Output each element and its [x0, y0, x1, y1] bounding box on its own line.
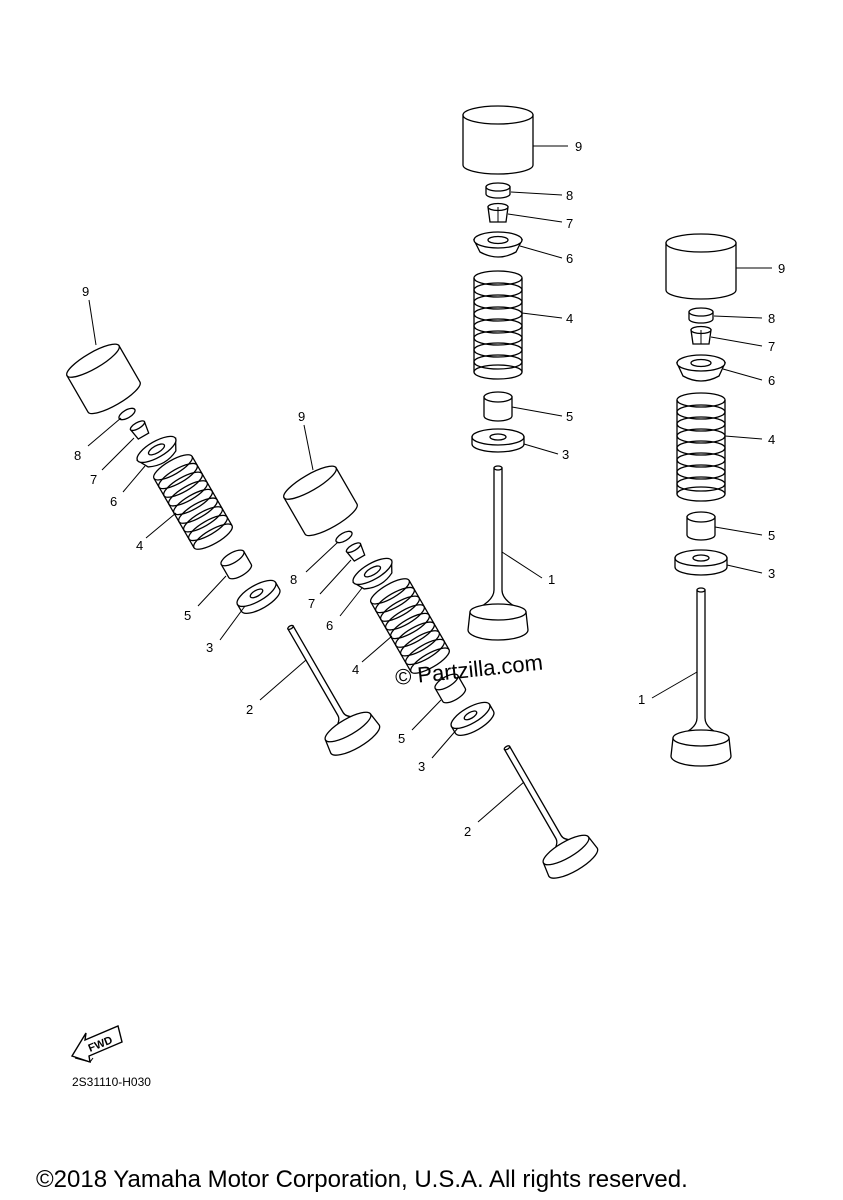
valve-spring-part-4	[473, 270, 523, 380]
callout-r-4: 4	[768, 432, 775, 447]
callout-r-3: 3	[768, 566, 775, 581]
stem-seal-part-5	[220, 549, 253, 580]
valve-lifter-part-9	[66, 343, 141, 415]
callout-r-9: 9	[778, 261, 785, 276]
callout-l-7: 7	[90, 472, 97, 487]
stem-seal-part-5	[483, 391, 513, 422]
callout-l-3: 3	[206, 640, 213, 655]
spring-retainer-part-6	[352, 557, 393, 590]
valve-assembly-left: 9 8 7 6 4 5 3 2	[66, 284, 381, 756]
callout-m-7: 7	[308, 596, 315, 611]
callout-l-4: 4	[136, 538, 143, 553]
callout-m-9: 9	[298, 409, 305, 424]
valve-assembly-right: 9 8 7 6 4 5 3 1	[638, 233, 785, 767]
spring-retainer-part-6	[136, 435, 177, 468]
stem-seal-part-5	[434, 673, 467, 704]
callout-l-2: 2	[246, 702, 253, 717]
callout-l-5: 5	[184, 608, 191, 623]
valve-cotter-part-7	[487, 202, 509, 223]
callout-tc-9: 9	[575, 139, 582, 154]
callout-m-3: 3	[418, 759, 425, 774]
valve-cotter-part-7	[129, 420, 150, 440]
valve-assembly-top-center: 9 8 7 6 4 5 3 1	[462, 105, 582, 641]
valve-lifter-part-9	[665, 233, 737, 300]
watermark: © Partzilla.com	[394, 650, 544, 690]
adjusting-pad-part-8	[485, 182, 511, 199]
callout-l-8: 8	[74, 448, 81, 463]
callout-l-9: 9	[82, 284, 89, 299]
valve-part-1	[467, 465, 529, 641]
callout-r-6: 6	[768, 373, 775, 388]
spring-seat-part-3	[236, 579, 281, 614]
adjusting-pad-part-8	[118, 407, 136, 421]
valve-spring-part-4	[369, 578, 451, 674]
fwd-arrow-icon: FWD	[70, 1025, 123, 1064]
figure-code: 2S31110-H030	[72, 1075, 151, 1089]
spring-retainer-part-6	[472, 231, 524, 258]
spring-retainer-part-6	[675, 354, 727, 382]
valve-part-1	[670, 587, 732, 767]
copyright: ©2018 Yamaha Motor Corporation, U.S.A. A…	[36, 1166, 688, 1193]
valve-cotter-part-7	[690, 325, 712, 345]
valve-cotter-part-7	[345, 542, 366, 562]
valve-lifter-part-9	[462, 105, 534, 175]
valve-spring-part-4	[676, 392, 726, 502]
valve-spring-part-4	[152, 454, 234, 550]
adjusting-pad-part-8	[688, 307, 714, 324]
callout-l-6: 6	[110, 494, 117, 509]
callout-r-8: 8	[768, 311, 775, 326]
callout-tc-6: 6	[566, 251, 573, 266]
callout-tc-4: 4	[566, 311, 573, 326]
callout-m-6: 6	[326, 618, 333, 633]
valve-part-2	[503, 745, 599, 879]
callout-m-2: 2	[464, 824, 471, 839]
callout-r-1: 1	[638, 692, 645, 707]
valve-assembly-middle: 9 8 7 6 4 5 3 2	[283, 409, 599, 879]
callout-tc-7: 7	[566, 216, 573, 231]
valve-lifter-part-9	[283, 465, 358, 537]
callout-tc-5: 5	[566, 409, 573, 424]
spring-seat-part-3	[450, 701, 495, 736]
callout-tc-3: 3	[562, 447, 569, 462]
adjusting-pad-part-8	[335, 530, 353, 544]
spring-seat-part-3	[674, 549, 728, 576]
callout-tc-8: 8	[566, 188, 573, 203]
callout-m-8: 8	[290, 572, 297, 587]
valve-part-2	[287, 624, 381, 756]
callout-tc-1: 1	[548, 572, 555, 587]
callout-r-7: 7	[768, 339, 775, 354]
callout-m-5: 5	[398, 731, 405, 746]
stem-seal-part-5	[686, 511, 716, 541]
callout-r-5: 5	[768, 528, 775, 543]
spring-seat-part-3	[471, 428, 525, 453]
callout-m-4: 4	[352, 662, 359, 677]
